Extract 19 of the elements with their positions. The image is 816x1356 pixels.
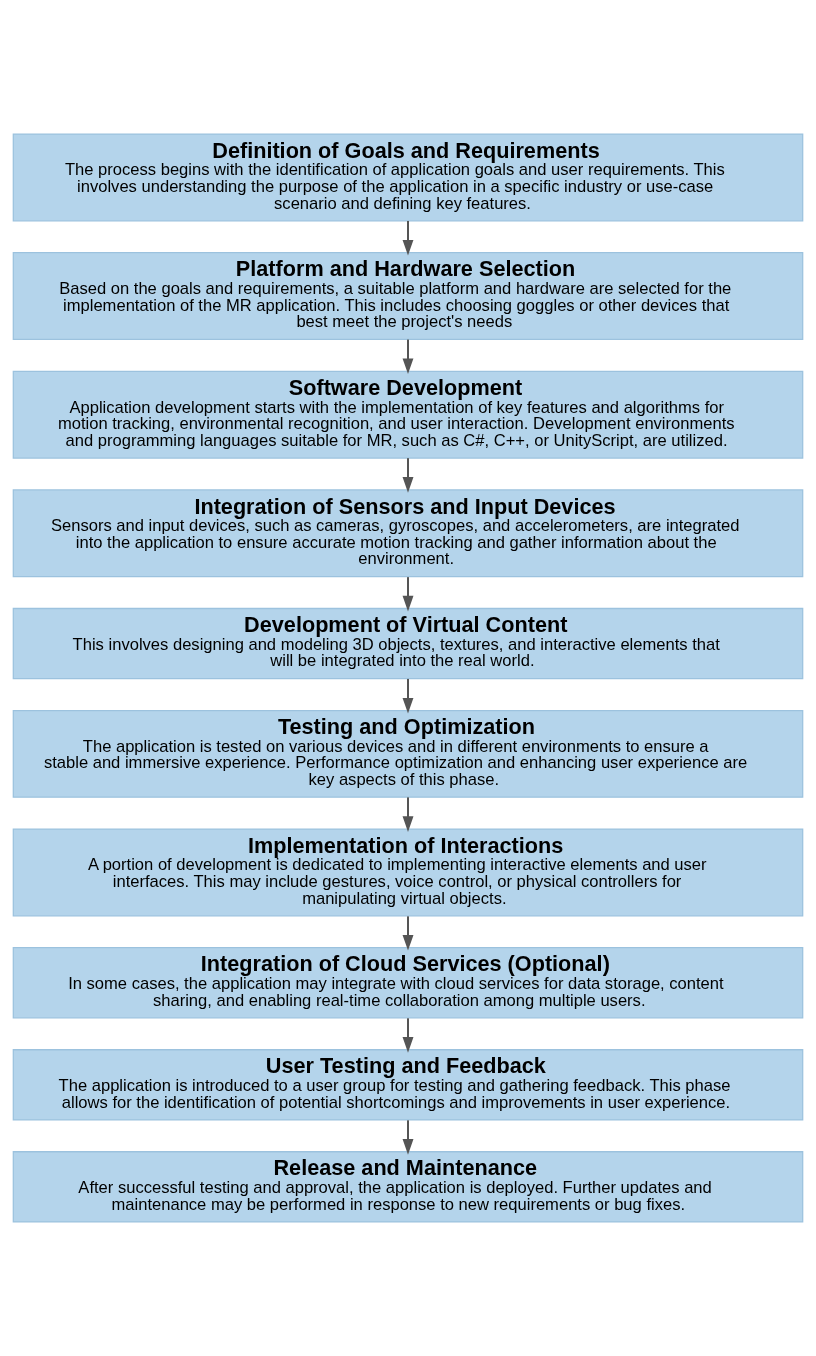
node-box: Definition of Goals and Requirements The process begins with the identification of application goals and user requirements. This involves understanding the purpose of the application in a specific industry or use-case scenario and defining key features. (12, 133, 804, 222)
node-box: Software Development Application development starts with the implementation of key features and algorithms for motion tracking, environmental recognition, and user interaction. Development environments and programming languages suitable for MR, such as C#, C++, or UnityScript, are utilized. (12, 370, 804, 459)
arrow (402, 220, 414, 256)
node-box: Integration of Cloud Services (Optional) In some cases, the application may integrate with cloud services for data storage, content sharing, and enabling real-time collaboration among multiple users. (12, 947, 804, 1019)
arrow (402, 678, 414, 714)
arrow (402, 797, 414, 832)
node-box: Release and Maintenance After successful testing and approval, the application is deployed. Further updates and maintenance may be performed in response to new requirements or bug fixes. (12, 1151, 804, 1223)
arrow (402, 916, 414, 951)
node-box: User Testing and Feedback The application is introduced to a user group for testing and gathering feedback. This phase allows for the identification of potential shortcomings and improvements in user experience. (12, 1049, 804, 1121)
node-box: Platform and Hardware Selection Based on the goals and requirements, a suitable platform and hardware are selected for the implementation of the MR application. This includes choosing goggles or other devices that best meet the project's needs (12, 252, 804, 341)
node-box: Testing and Optimization The application is tested on various devices and in different environments to ensure a stable and immersive experience. Performance optimization and enhancing user experience are key aspects of this phase. (12, 709, 804, 798)
arrow (402, 339, 414, 375)
node-box: Development of Virtual Content This involves designing and modeling 3D objects, textures, and interactive elements that will be integrated into the real world. (12, 607, 804, 680)
node-box: Implementation of Interactions A portion of development is dedicated to implementing interactive elements and user interfaces. This may include gestures, voice control, or physical controllers for manipulating virtual objects. (12, 828, 804, 917)
arrow (402, 1018, 414, 1053)
arrow (402, 458, 414, 493)
node-box: Integration of Sensors and Input Devices Sensors and input devices, such as cameras, gyroscopes, and accelerometers, are integrated into the application to ensure accurate motion tracking and gather information about the environment. (12, 489, 804, 578)
arrow (402, 1120, 414, 1155)
arrow (402, 577, 414, 612)
